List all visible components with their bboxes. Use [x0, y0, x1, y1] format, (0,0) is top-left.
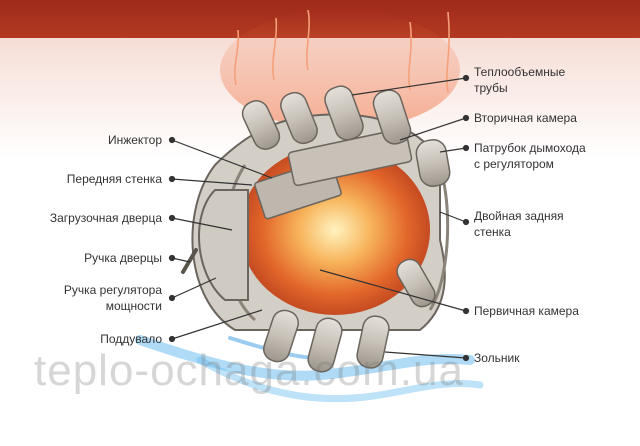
label-line: трубы — [474, 81, 508, 95]
label-line: Загрузочная дверца — [49, 211, 162, 225]
label-line: мощности — [105, 299, 162, 313]
label-line: Инжектор — [107, 133, 162, 147]
label-line: Ручка дверцы — [84, 251, 162, 265]
leader-lines-right — [319, 74, 470, 362]
loading-door-shape — [198, 189, 249, 301]
hot-air-arrow — [272, 17, 278, 81]
label-line: Первичная камера — [474, 304, 579, 318]
pipe — [372, 89, 412, 145]
hot-air-arrow — [408, 21, 412, 91]
label-door-handle: Ручка дверцы — [84, 250, 162, 266]
pipe — [356, 315, 390, 369]
upper-pipes — [241, 85, 451, 187]
stove-body — [181, 113, 450, 331]
leader-line-heat-pipes — [351, 77, 467, 96]
hot-air-arrow — [306, 9, 310, 71]
label-primary-chamber: Первичная камера — [474, 303, 579, 319]
label-front-wall: Передняя стенка — [67, 171, 162, 187]
pipe — [262, 309, 300, 363]
leader-line-double-back-wall — [439, 211, 467, 223]
label-chimney-pipe: Патрубок дымохода с регулятором — [474, 140, 586, 172]
lower-pipes — [262, 258, 436, 373]
leader-line-ash-pan — [171, 309, 263, 340]
leader-line-chimney-pipe — [439, 147, 467, 153]
pipe — [396, 258, 436, 308]
label-line: Ручка регулятора — [63, 283, 162, 297]
leader-line-power-handle — [171, 277, 217, 299]
label-grate: Зольник — [474, 350, 520, 366]
cold-air-stream — [196, 356, 484, 403]
label-line: Поддувало — [100, 332, 162, 346]
leader-line-grate — [384, 351, 467, 359]
label-double-back-wall: Двойная задняя стенка — [474, 208, 564, 240]
hot-air-arrow — [234, 29, 240, 86]
label-line: Двойная задняя — [474, 209, 564, 223]
label-line: Зольник — [474, 351, 520, 365]
label-heat-pipes: Теплообъемные трубы — [474, 64, 565, 96]
cold-air-stream — [135, 335, 475, 381]
watermark: teplo-ochaga.com.ua — [34, 346, 464, 395]
label-line: стенка — [474, 225, 511, 239]
pipe — [280, 91, 318, 145]
door-handle-shape — [181, 248, 198, 274]
leader-line-loading-door — [171, 217, 233, 231]
hot-air-arrow — [446, 11, 450, 93]
label-power-handle: Ручка регулятора мощности — [64, 282, 162, 314]
label-ash-pan: Поддувало — [100, 331, 162, 347]
label-line: Передняя стенка — [66, 172, 162, 186]
leader-line-front-wall — [171, 178, 253, 186]
hot-air-arrows — [234, 9, 450, 93]
label-line: Патрубок дымохода — [474, 141, 586, 155]
pipe — [307, 317, 343, 373]
leader-line-primary-chamber — [319, 269, 467, 312]
label-line: Теплообъемные — [474, 65, 566, 79]
label-secondary-chamber: Вторичная камера — [474, 110, 577, 126]
label-injector: Инжектор — [108, 132, 162, 148]
label-loading-door: Загрузочная дверца — [50, 210, 162, 226]
pipe — [324, 85, 364, 141]
leader-lines-left — [168, 136, 273, 343]
label-line: Вторичная камера — [474, 111, 577, 125]
leader-line-secondary-chamber — [399, 117, 467, 141]
leader-line-injector — [171, 139, 273, 179]
label-line: с регулятором — [474, 157, 554, 171]
pipe — [241, 100, 281, 150]
